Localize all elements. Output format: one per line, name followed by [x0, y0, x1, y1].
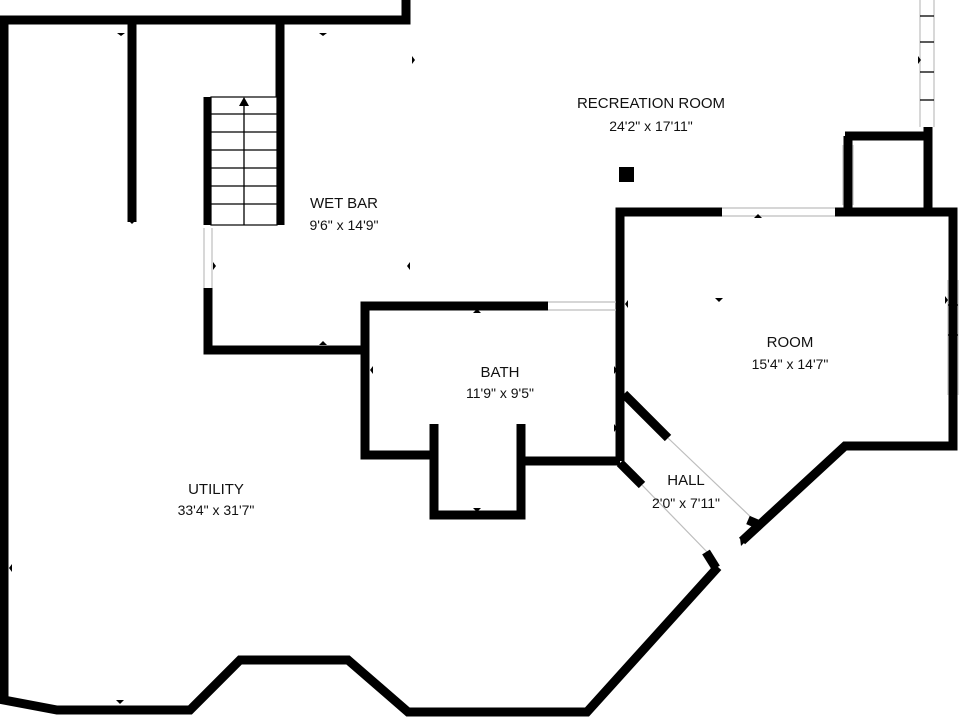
column [619, 167, 634, 182]
room-label-room: ROOM 15'4" x 14'7" [752, 334, 829, 372]
room-name: ROOM [767, 334, 814, 351]
room-label-wet-bar: WET BAR 9'6" x 14'9" [310, 195, 379, 233]
stairs [210, 96, 278, 226]
stairs-up-arrow-icon [239, 97, 249, 106]
room-name: RECREATION ROOM [577, 95, 725, 112]
room-name: WET BAR [310, 195, 378, 212]
room-name: UTILITY [188, 481, 244, 498]
room-dimensions: 2'0" x 7'11" [652, 495, 720, 511]
room-dimensions: 11'9" x 9'5" [466, 385, 534, 401]
room-dimensions: 15'4" x 14'7" [752, 356, 829, 372]
room-label-utility: UTILITY 33'4" x 31'7" [178, 481, 255, 518]
room-label-hall: HALL 2'0" x 7'11" [652, 472, 720, 511]
interior-walls [127, 24, 848, 520]
window-marks-right [919, 0, 959, 395]
room-label-bath: BATH 11'9" x 9'5" [466, 364, 534, 401]
room-label-recreation-room: RECREATION ROOM 24'2" x 17'11" [577, 95, 725, 134]
dimension-ticks [9, 33, 948, 704]
openings [203, 145, 854, 571]
room-dimensions: 33'4" x 31'7" [178, 502, 255, 518]
room-dimensions: 9'6" x 14'9" [310, 217, 379, 233]
room-name: BATH [481, 364, 520, 381]
room-dimensions: 24'2" x 17'11" [609, 118, 693, 134]
room-name: HALL [667, 472, 705, 489]
